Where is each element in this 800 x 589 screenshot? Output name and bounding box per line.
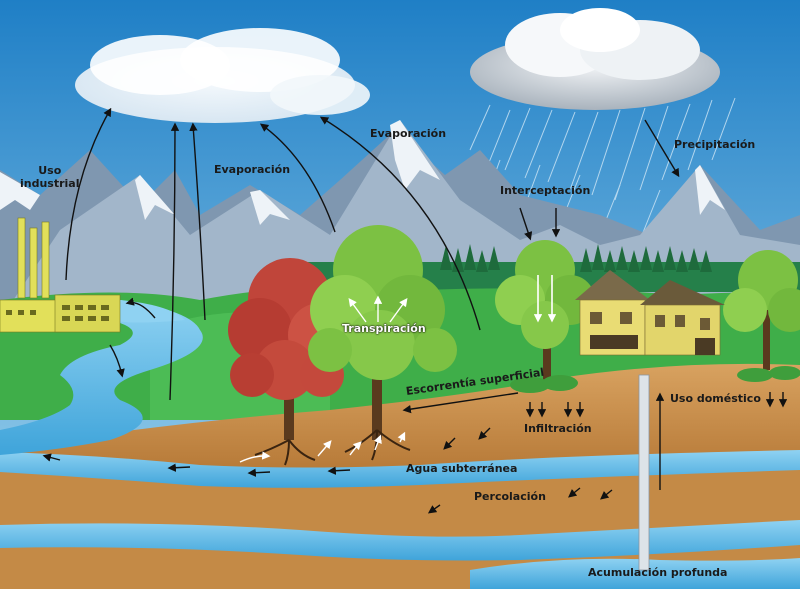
river — [0, 300, 203, 455]
well-pipe — [638, 374, 650, 571]
shrubs — [510, 366, 800, 393]
label-evaporacion-left: Evaporación — [214, 163, 291, 176]
house — [575, 270, 725, 356]
label-agua-subterranea: Agua subterránea — [406, 462, 518, 475]
factory — [0, 217, 121, 333]
topsoil — [0, 363, 800, 470]
deep-aquifer — [0, 520, 800, 561]
label-uso-industrial: Uso industrial — [20, 164, 80, 190]
label-evaporacion-top: Evaporación — [370, 127, 447, 140]
tree-roots — [254, 429, 411, 466]
label-interceptacion: Interceptación — [500, 184, 591, 197]
label-transpiracion: Transpiración — [342, 322, 426, 335]
groundwater-band — [0, 450, 800, 488]
deep-aquifer-pool — [470, 558, 800, 589]
far-right-tree — [723, 250, 800, 370]
label-precipitacion: Precipitación — [674, 138, 756, 151]
label-uso-industrial-line2: industrial — [20, 177, 80, 190]
cloud-left — [75, 28, 370, 123]
label-percolacion: Percolación — [474, 490, 546, 503]
green-tree — [308, 225, 457, 440]
flow-arrows — [42, 107, 788, 514]
rain-cloud — [470, 8, 720, 110]
label-infiltracion: Infiltración — [524, 422, 592, 435]
white-arrows — [239, 275, 557, 463]
label-uso-industrial-line1: Uso — [38, 164, 62, 177]
label-acumulacion: Acumulación profunda — [588, 566, 728, 579]
label-uso-domestico: Uso doméstico — [670, 392, 761, 405]
